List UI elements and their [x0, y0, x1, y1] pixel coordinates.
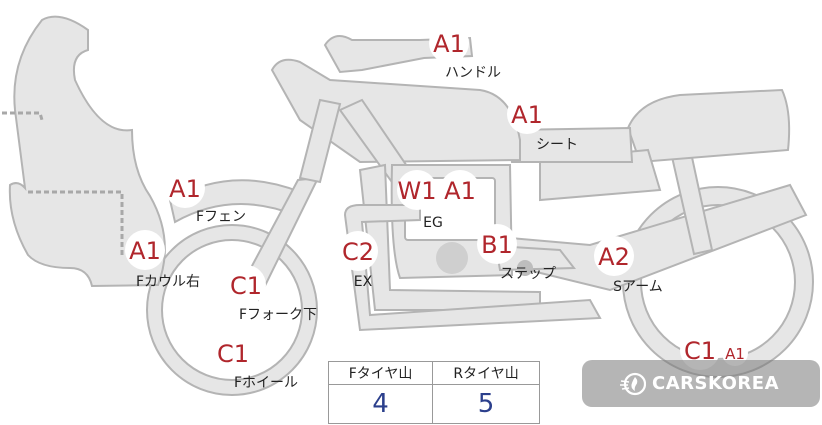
grade-text: C1: [217, 340, 249, 368]
grade-text: A1: [169, 175, 201, 203]
grade-text: A1: [444, 177, 476, 205]
part-label: Fフォーク下: [239, 307, 317, 323]
badge-front-wheel: C1 Fホイール: [213, 333, 298, 391]
grade-text: C1: [230, 272, 262, 300]
carskorea-watermark: CARSKOREA: [582, 360, 820, 407]
badge-front-cowl-right: A1 Fカウル右: [125, 230, 200, 290]
part-label: Fフェン: [196, 209, 246, 225]
part-label: EX: [354, 274, 373, 290]
rear-cowl: [626, 88, 791, 164]
badge-bg: [338, 231, 378, 271]
badge-bg: [594, 236, 634, 276]
watermark-text: CARSKOREA: [652, 373, 779, 394]
badge-engine: A1 EG: [423, 170, 480, 231]
grade-text: A1: [433, 30, 465, 58]
grade-text: A1: [511, 101, 543, 129]
grade-text: A2: [598, 243, 630, 271]
badge-exhaust: C2 EX: [338, 231, 378, 290]
badge-bg: [226, 265, 266, 305]
cowl-dash-upper: [2, 111, 44, 121]
cowl-dash-lower: [28, 190, 124, 255]
exhaust-pipe: [343, 204, 602, 332]
badge-front-fender: A1 Fフェン: [165, 168, 246, 225]
front-tread-header: Fタイヤ山: [327, 361, 434, 385]
part-label: Fカウル右: [136, 274, 200, 290]
step-peg: [517, 260, 533, 276]
frame-rail: [358, 163, 541, 311]
rear-tread-value: 5: [432, 384, 540, 424]
badge-bg: [722, 340, 748, 366]
badge-bg: [429, 23, 469, 63]
grade-text: C2: [342, 238, 374, 266]
badge-seat: A1 シート: [507, 94, 578, 153]
badge-bg: [397, 170, 437, 210]
engine-cover: [436, 242, 468, 274]
damage-badges: A1 ハンドル A1 シート A1 Fフェン W1 A1 EG: [125, 23, 748, 391]
part-label: Fホイール: [234, 375, 298, 391]
tire-tread-table: Fタイヤ山 Rタイヤ山 4 5: [327, 361, 540, 424]
front-tread-value: 4: [327, 384, 434, 424]
fuel-tank: [270, 58, 521, 164]
badge-w1: W1: [397, 170, 437, 210]
part-label: EG: [423, 215, 443, 231]
grade-text: W1: [398, 177, 437, 205]
front-fork-upper: [298, 98, 342, 184]
grade-text: B1: [481, 231, 513, 259]
badge-handle: A1 ハンドル: [429, 23, 501, 81]
front-cowl: [8, 15, 166, 288]
badge-bg: [213, 333, 253, 373]
part-label: シート: [536, 137, 578, 153]
carskorea-flame-logo-icon: [620, 372, 646, 395]
grade-text: A1: [129, 237, 161, 265]
part-label: Sアーム: [613, 279, 663, 295]
badge-bg: [125, 230, 165, 270]
rear-tread-header: Rタイヤ山: [432, 361, 540, 385]
badge-bg: [507, 94, 547, 134]
badge-step: B1 ステップ: [477, 224, 556, 282]
part-label: ハンドル: [445, 65, 501, 81]
badge-bg: [165, 168, 205, 208]
badge-bg: [477, 224, 517, 264]
badge-swing-arm: A2 Sアーム: [594, 236, 663, 295]
badge-rear-a1: A1: [722, 340, 748, 366]
part-label: ステップ: [500, 266, 556, 282]
grade-text: A1: [725, 345, 745, 363]
badge-front-fork-lower: C1 Fフォーク下: [226, 265, 317, 323]
badge-bg: [440, 170, 480, 210]
